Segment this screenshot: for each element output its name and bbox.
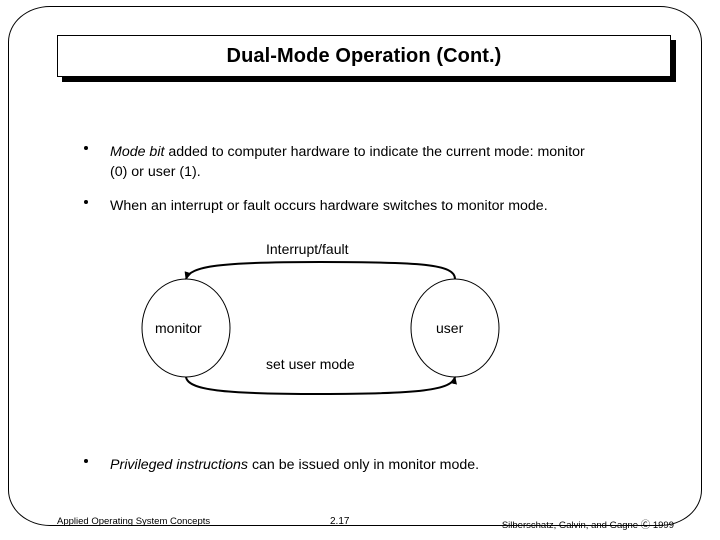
bullet-privileged-rest: can be issued only in monitor mode.	[248, 457, 480, 473]
diagram-bottom-label: set user mode	[266, 356, 355, 372]
footer-page-number: 2.17	[330, 516, 350, 527]
diagram-state-monitor: monitor	[155, 320, 202, 336]
bullet-privileged: Privileged instructions can be issued on…	[84, 455, 604, 475]
bullet-dot-icon	[84, 146, 88, 150]
bullet-mode-bit-rest: added to computer hardware to indicate t…	[110, 144, 585, 180]
bullet-interrupt-text: When an interrupt or fault occurs hardwa…	[110, 198, 548, 214]
bullet-mode-bit-text: Mode bit added to computer hardware to i…	[110, 142, 604, 182]
bullet-privileged-emphasis: Privileged instructions	[110, 457, 248, 473]
bullet-privileged-text: Privileged instructions can be issued on…	[110, 455, 604, 475]
bullet-mode-bit: Mode bit added to computer hardware to i…	[84, 142, 604, 182]
slide-border-frame	[8, 6, 702, 526]
bullet-mode-bit-emphasis: Mode bit	[110, 144, 165, 160]
title-box: Dual-Mode Operation (Cont.)	[57, 35, 671, 77]
bullet-dot-icon	[84, 200, 88, 204]
diagram-top-label: Interrupt/fault	[266, 241, 349, 257]
bullet-interrupt: When an interrupt or fault occurs hardwa…	[84, 196, 614, 216]
page-title: Dual-Mode Operation (Cont.)	[226, 44, 502, 67]
footer-copyright: Silberschatz, Galvin, and Gagne Ⓒ 1999	[501, 520, 674, 531]
bullet-dot-icon	[84, 459, 88, 463]
diagram-state-user: user	[436, 320, 464, 336]
footer-source: Applied Operating System Concepts	[57, 516, 211, 527]
